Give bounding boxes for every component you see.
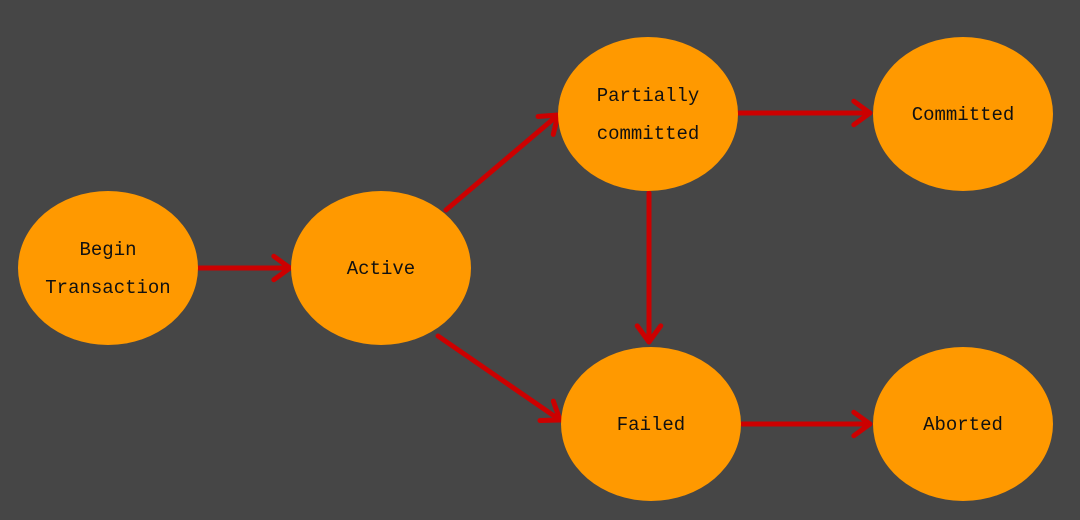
edge-line-active-failed bbox=[435, 333, 563, 423]
edges-layer bbox=[195, 98, 873, 439]
edge-active-partial bbox=[443, 112, 561, 213]
edge-active-failed bbox=[435, 333, 563, 424]
state-ellipse-partial bbox=[558, 37, 738, 191]
state-label-committed-0: Committed bbox=[912, 104, 1015, 126]
state-label-begin-0: Begin bbox=[79, 239, 136, 261]
state-ellipse-failed bbox=[561, 347, 741, 501]
arrowhead-partial-failed bbox=[634, 323, 664, 345]
state-node-failed: Failed bbox=[561, 347, 741, 501]
edge-failed-aborted bbox=[739, 409, 873, 439]
arrowhead-active-failed bbox=[537, 398, 563, 424]
state-node-aborted: Aborted bbox=[873, 347, 1053, 501]
state-label-partial-0: Partially bbox=[597, 85, 700, 107]
arrowhead-failed-aborted bbox=[851, 409, 873, 439]
edge-line-active-partial bbox=[443, 112, 561, 213]
state-ellipse-active bbox=[291, 191, 471, 345]
state-node-active: Active bbox=[291, 191, 471, 345]
state-label-partial-1: committed bbox=[597, 123, 700, 145]
arrowhead-partial-committed bbox=[851, 98, 873, 128]
edge-partial-committed bbox=[735, 98, 873, 128]
state-ellipse-aborted bbox=[873, 347, 1053, 501]
state-ellipse-committed bbox=[873, 37, 1053, 191]
state-label-failed-0: Failed bbox=[617, 414, 685, 436]
state-node-committed: Committed bbox=[873, 37, 1053, 191]
edge-begin-active bbox=[195, 253, 293, 283]
state-label-active-0: Active bbox=[347, 258, 415, 280]
state-node-partial: Partially committed bbox=[558, 37, 738, 191]
state-ellipse-begin bbox=[18, 191, 198, 345]
state-label-begin-1: Transaction bbox=[45, 277, 170, 299]
edge-partial-failed bbox=[634, 190, 664, 345]
arrowhead-begin-active bbox=[271, 253, 293, 283]
state-label-aborted-0: Aborted bbox=[923, 414, 1003, 436]
arrowhead-active-partial bbox=[535, 112, 561, 137]
